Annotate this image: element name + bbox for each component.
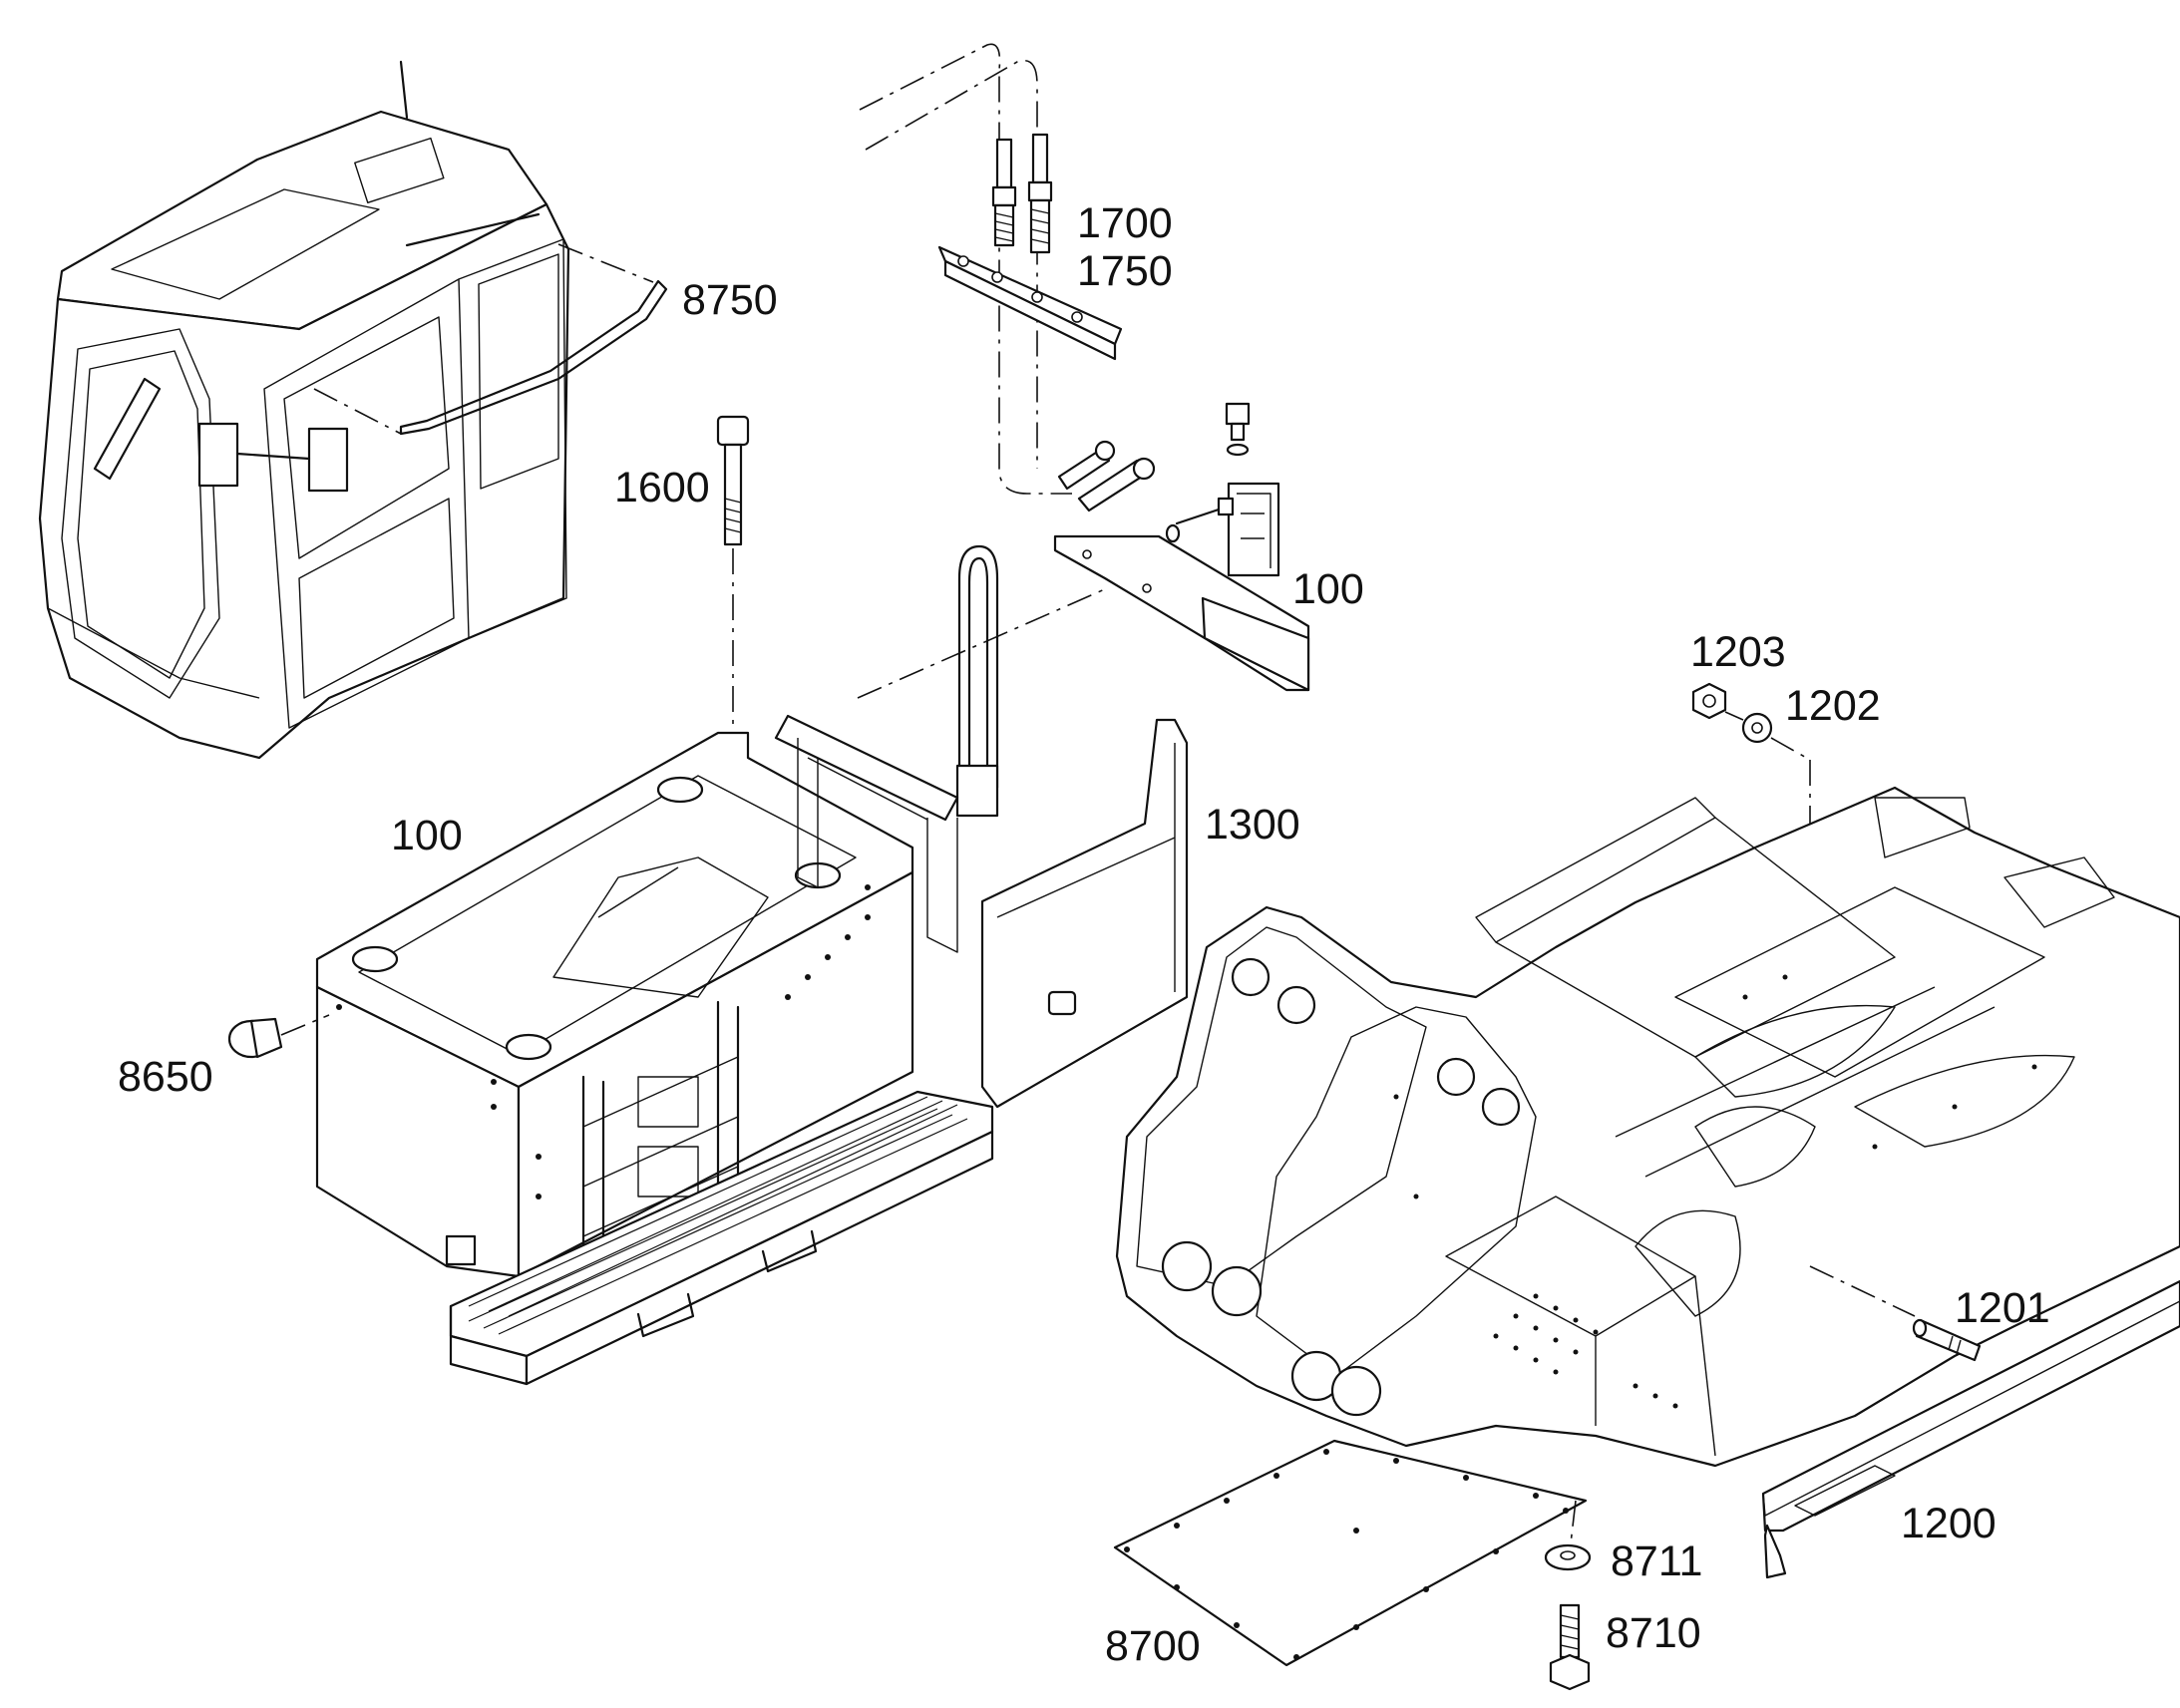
plug-8650 — [227, 1014, 330, 1059]
callout-8650: 8650 — [118, 1053, 213, 1101]
tank-assembly-100 — [315, 731, 914, 1278]
support-plate — [774, 714, 959, 953]
bolt-1600 — [716, 415, 750, 728]
callout-1203: 1203 — [1690, 628, 1786, 676]
mounting-bracket-100 — [1053, 402, 1310, 692]
hose-fittings — [859, 43, 1156, 512]
washer-1202 — [1724, 711, 1773, 744]
callout-1202: 1202 — [1785, 682, 1881, 730]
cover-plate-8700 — [1113, 1439, 1588, 1667]
callout-1300: 1300 — [1205, 801, 1300, 849]
washer-8711 — [1544, 1500, 1592, 1571]
callout-1700: 1700 — [1077, 199, 1173, 247]
step-grating — [449, 1090, 994, 1386]
callout-1750: 1750 — [1077, 247, 1173, 295]
fender-1300 — [980, 718, 1189, 1109]
leader-1202-1201 — [1770, 737, 1811, 761]
callout-1200: 1200 — [1901, 1500, 1997, 1547]
callout-1600: 1600 — [614, 464, 710, 512]
rail-1200 — [1761, 1279, 2180, 1579]
callout-8710: 8710 — [1606, 1609, 1701, 1657]
operator-cab — [38, 60, 570, 760]
callout-100-tank: 100 — [391, 812, 463, 859]
callout-1201: 1201 — [1955, 1284, 2050, 1332]
nut-1203 — [1691, 682, 1727, 720]
upper-frame — [1115, 786, 2180, 1468]
callout-100-bracket: 100 — [1292, 565, 1364, 613]
pin-1201 — [1809, 1265, 1982, 1362]
bolt-8710 — [1549, 1603, 1591, 1691]
callout-8750: 8750 — [682, 276, 778, 324]
handle-bar — [857, 544, 1108, 818]
callout-8711: 8711 — [1611, 1537, 1702, 1585]
handrail-8750 — [313, 243, 668, 436]
callout-8700: 8700 — [1105, 1622, 1201, 1670]
